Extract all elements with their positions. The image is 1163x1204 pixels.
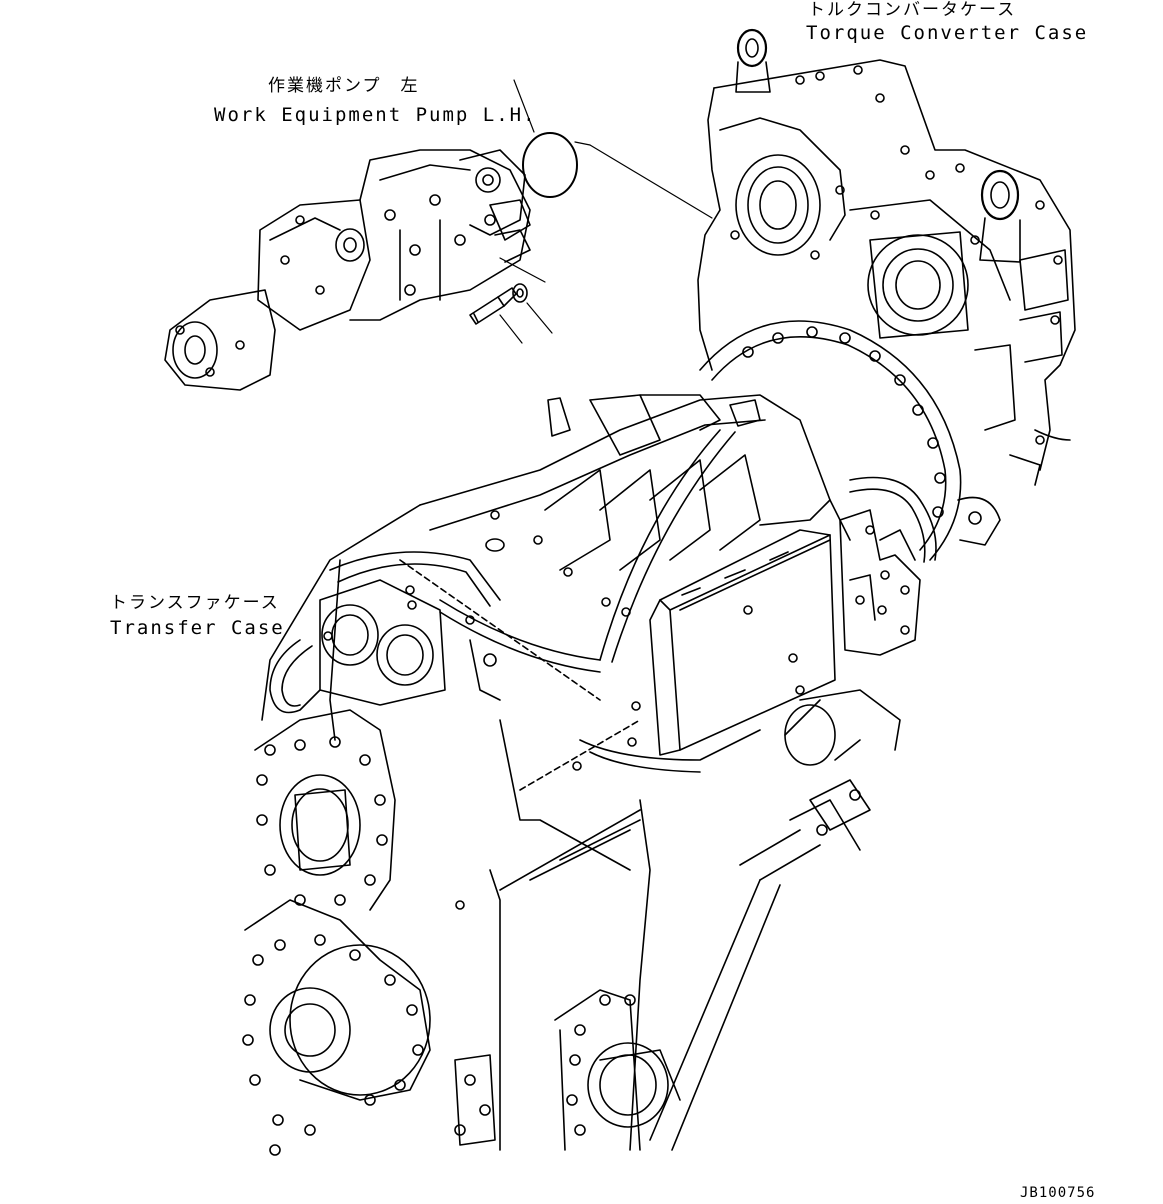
torque-converter-case (697, 28, 1076, 486)
work-equipment-pump (164, 149, 531, 391)
converter-flange-ring (699, 320, 1001, 561)
torque-converter-label-en: Torque Converter Case (806, 22, 1089, 44)
washer (512, 283, 528, 303)
transmission-body (242, 394, 937, 1156)
work-pump-label-en: Work Equipment Pump L.H. (214, 104, 537, 126)
transfer-case-label-en: Transfer Case (110, 617, 285, 639)
drawing-number: JB100756 (1020, 1185, 1096, 1201)
mounting-bolt (469, 287, 517, 325)
work-pump-label-jp: 作業機ポンプ 左 (268, 76, 420, 96)
torque-converter-label-jp: トルクコンバータケース (808, 0, 1017, 20)
leader-lines (499, 79, 713, 344)
o-ring (522, 132, 578, 198)
transfer-case-label-jp: トランスファケース (110, 593, 280, 613)
